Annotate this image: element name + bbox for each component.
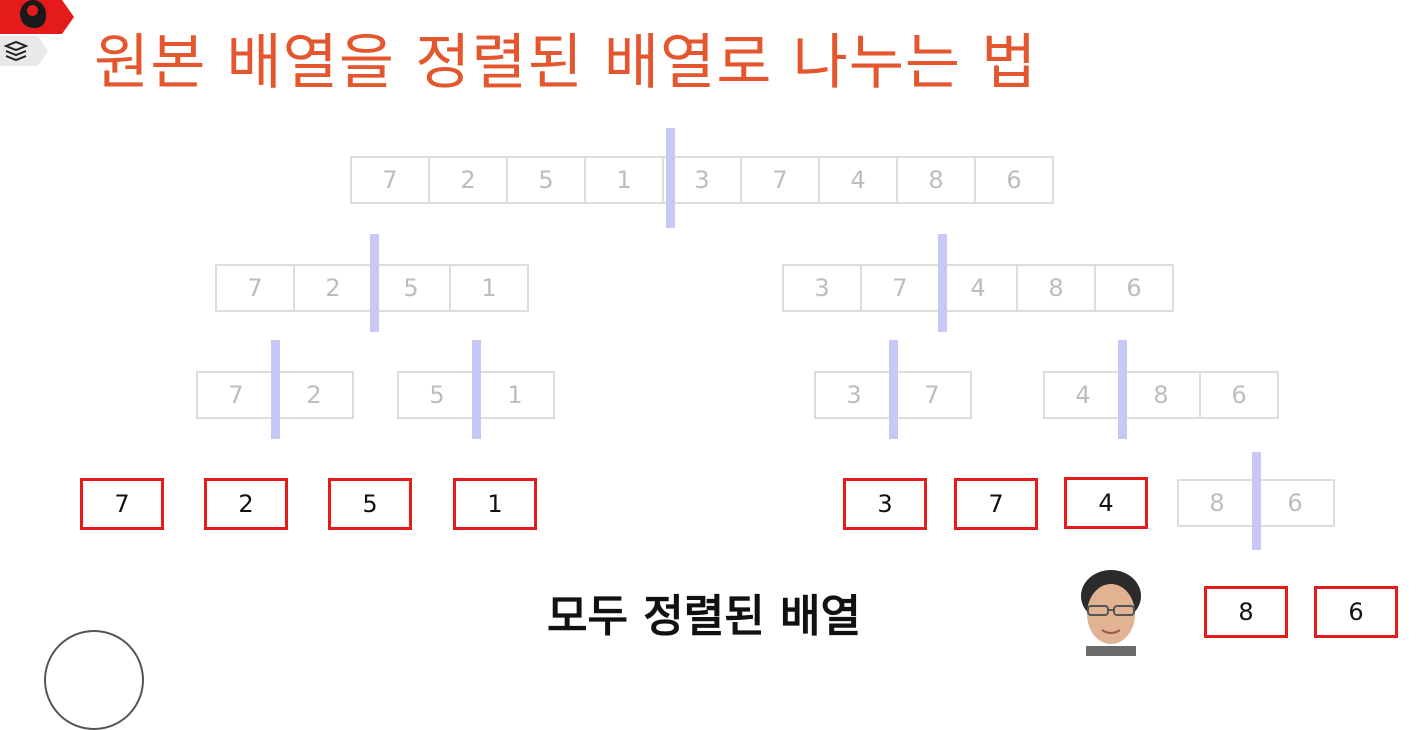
brain-logo-icon (20, 0, 46, 28)
array-cell: 5 (371, 264, 451, 312)
array-cell: 5 (506, 156, 586, 204)
split-divider (370, 234, 379, 332)
array-cell: 7 (860, 264, 940, 312)
array-cell: 2 (274, 371, 354, 419)
sorted-leaf-box: 8 (1204, 586, 1288, 638)
sorted-leaf-box: 5 (328, 478, 412, 530)
array-cell: 3 (782, 264, 862, 312)
array-cell: 1 (475, 371, 555, 419)
array-cell: 7 (740, 156, 820, 204)
split-divider (889, 340, 898, 439)
array-cell: 1 (449, 264, 529, 312)
right-right-array: 4 8 6 (1043, 371, 1279, 419)
logo-circle-icon (44, 630, 144, 730)
array-cell: 4 (1043, 371, 1123, 419)
array-cell: 8 (1121, 371, 1201, 419)
presenter-face (1081, 570, 1141, 656)
split-divider (472, 340, 481, 439)
array-cell: 7 (350, 156, 430, 204)
sorted-leaf-box: 2 (204, 478, 288, 530)
sorted-leaf-box: 6 (1314, 586, 1398, 638)
split-divider (271, 340, 280, 439)
array-cell: 6 (1199, 371, 1279, 419)
array-cell: 4 (938, 264, 1018, 312)
caption: 모두 정렬된 배열 (547, 591, 861, 642)
split-divider (938, 234, 947, 332)
root-array: 7 2 5 1 3 7 4 8 6 (350, 156, 1054, 204)
array-cell: 8 (1016, 264, 1096, 312)
array-cell: 8 (896, 156, 976, 204)
sorted-leaf-box: 3 (843, 478, 927, 530)
array-cell: 6 (1094, 264, 1174, 312)
sorted-leaf-box: 7 (80, 478, 164, 530)
split-divider (1252, 452, 1261, 550)
split-divider (666, 128, 675, 228)
array-cell: 5 (397, 371, 477, 419)
array-cell: 3 (814, 371, 894, 419)
array-cell: 6 (974, 156, 1054, 204)
right-half-array: 3 7 4 8 6 (782, 264, 1174, 312)
books-icon (4, 40, 28, 62)
split-divider (1118, 340, 1127, 439)
array-cell: 6 (1255, 479, 1335, 527)
array-cell: 2 (428, 156, 508, 204)
sorted-leaf-box: 4 (1064, 477, 1148, 529)
sorted-leaf-box: 7 (954, 478, 1038, 530)
array-cell: 7 (215, 264, 295, 312)
array-cell: 7 (196, 371, 276, 419)
array-cell: 1 (584, 156, 664, 204)
array-cell: 4 (818, 156, 898, 204)
array-cell: 8 (1177, 479, 1257, 527)
sorted-leaf-box: 1 (453, 478, 537, 530)
array-cell: 2 (293, 264, 373, 312)
page-title: 원본 배열을 정렬된 배열로 나누는 법 (94, 28, 1038, 98)
array-cell: 7 (892, 371, 972, 419)
